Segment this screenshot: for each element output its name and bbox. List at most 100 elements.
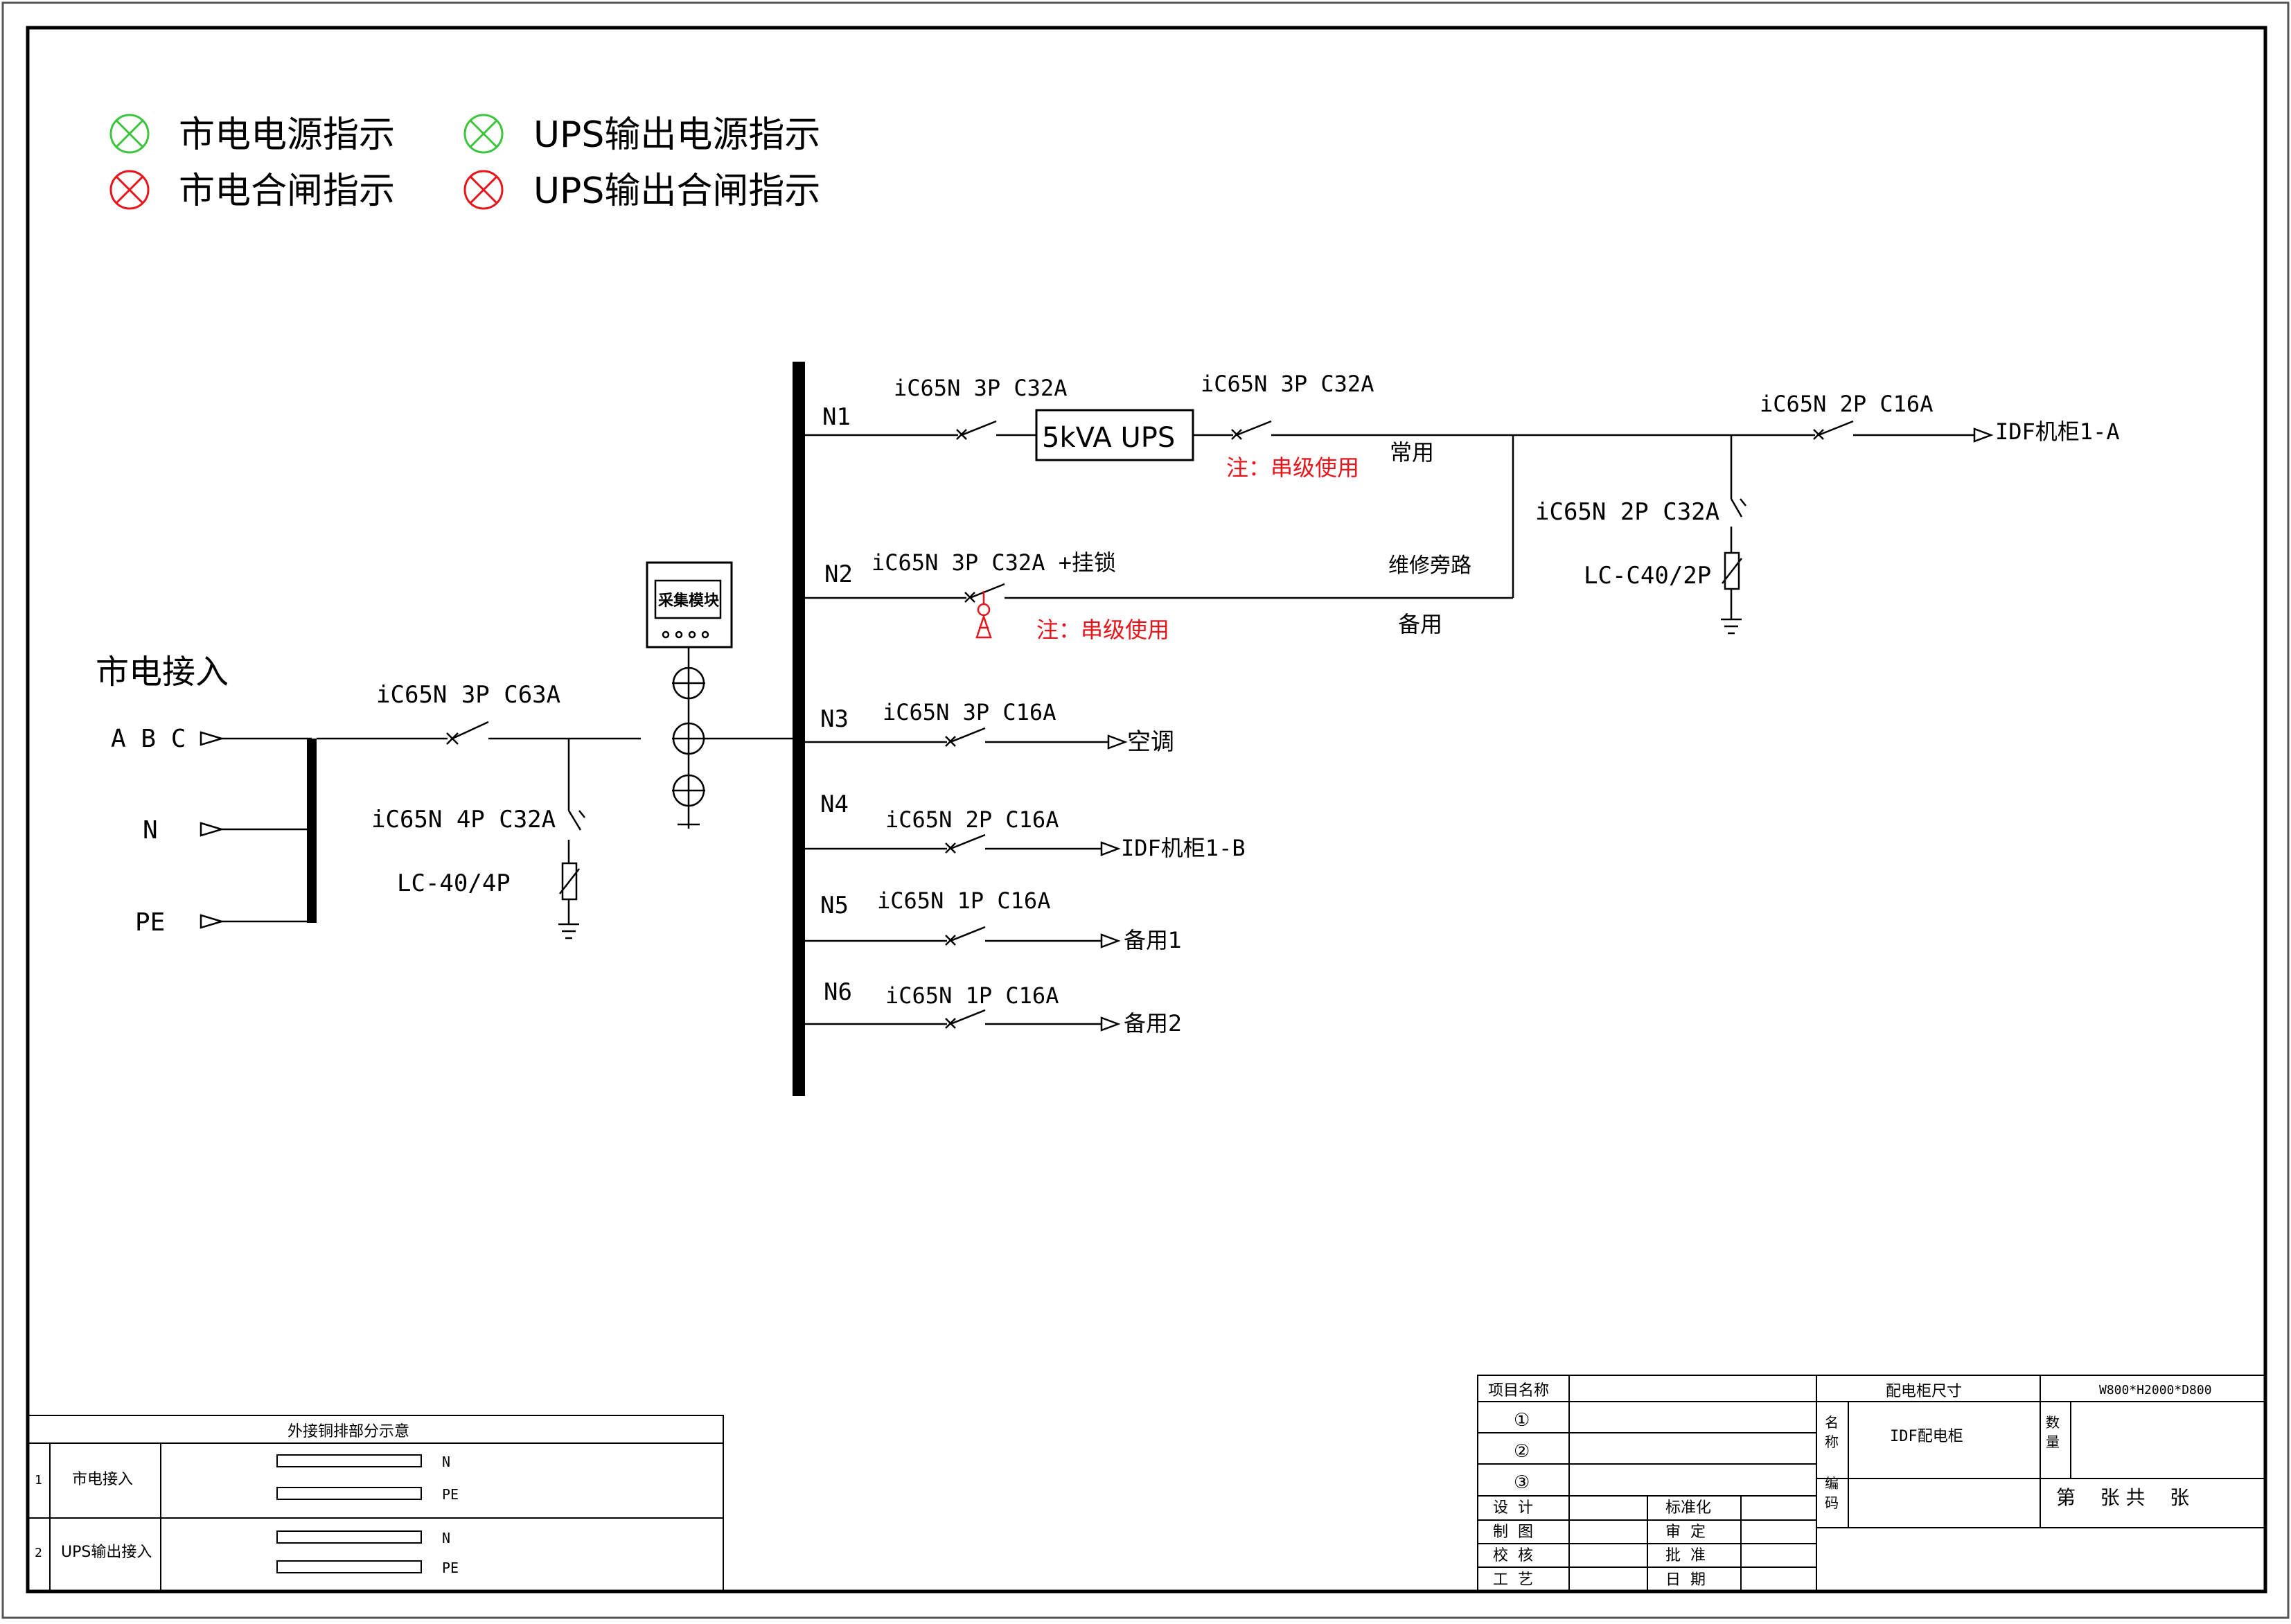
terminal-arrow-icon <box>1100 1016 1121 1032</box>
ground-icon <box>1721 589 1742 635</box>
main-breaker-label: iC65N 3P C63A <box>376 681 560 709</box>
revision-2: ② <box>1514 1441 1530 1462</box>
spd-model-label: LC-40/4P <box>397 870 511 897</box>
legend-mains-power: 市电电源指示 <box>179 114 395 156</box>
process-label: 工 艺 <box>1493 1571 1533 1589</box>
main-busbar <box>793 362 805 1096</box>
ups-label: 5kVA UPS <box>1042 422 1175 454</box>
main-breaker <box>446 721 641 745</box>
legend-ups-power: UPS输出电源指示 <box>533 114 820 156</box>
terminal-arrow-icon <box>1973 427 1994 443</box>
legend: 市电电源指示 UPS输出电源指示 市电合闸指示 UPS输出合闸指示 <box>109 114 820 212</box>
title-block: 项目名称 配电柜尺寸 W800*H2000*D800 ① ② ③ 名 称 IDF… <box>1477 1375 2266 1592</box>
n1-note: 注：串级使用 <box>1226 454 1359 481</box>
busbar-n <box>276 1454 422 1467</box>
cabinet-size-label: 配电柜尺寸 <box>1886 1383 1962 1400</box>
approve-label: 批 准 <box>1665 1547 1706 1564</box>
design-label: 设 计 <box>1493 1499 1533 1517</box>
n3-label: N3 <box>820 705 849 733</box>
terminal-arrow-icon <box>1100 841 1121 856</box>
sheet-number: 第 张 共 张 <box>2056 1486 2189 1509</box>
revision-1: ① <box>1514 1410 1530 1431</box>
ground-icon <box>558 899 579 939</box>
terminal-arrow-icon <box>200 731 225 746</box>
spd-breaker <box>567 810 585 863</box>
incoming-title: 市电接入 <box>96 653 229 691</box>
phase-abc-label: A B C <box>111 725 186 753</box>
n5-load-label: 备用1 <box>1124 927 1182 953</box>
current-transformer-icon <box>672 667 705 807</box>
qty-label-2: 量 <box>2046 1433 2060 1450</box>
code-label-1: 编 <box>1825 1475 1839 1492</box>
spd-breaker-label: iC65N 4P C32A <box>371 806 556 833</box>
busbar-n-label: N <box>442 1454 450 1470</box>
busbar-pe-label: PE <box>442 1560 459 1576</box>
review-label: 审 定 <box>1665 1524 1706 1541</box>
n6-label: N6 <box>824 978 852 1006</box>
surge-arrester-icon <box>559 862 580 901</box>
busbar-pe <box>276 1487 422 1500</box>
busbar-pe-label: PE <box>442 1486 459 1503</box>
ups-circuit: N1 iC65N 3P C32A 5kVA UPS iC65N 3P C32A … <box>805 371 2120 643</box>
n1-breaker2-label: iC65N 3P C32A <box>1201 371 1374 397</box>
n4-load-label: IDF机柜1-B <box>1121 835 1246 861</box>
busbar-table: 外接铜排部分示意 1 市电接入 N PE 2 UPS输出接入 N PE <box>27 1415 724 1592</box>
n2-note: 注：串级使用 <box>1036 617 1169 643</box>
collection-module: 采集模块 <box>646 561 733 648</box>
busbar-n <box>276 1530 422 1544</box>
standard-label: 标准化 <box>1665 1499 1711 1517</box>
busbar-table-title: 外接铜排部分示意 <box>288 1423 409 1440</box>
incoming-section: 市电接入 A B C N PE iC65N 3P C63A iC65N 4P C… <box>96 561 794 939</box>
date-label: 日 期 <box>1665 1571 1706 1589</box>
phase-pe-label: PE <box>135 908 165 937</box>
row-name: UPS输出接入 <box>61 1544 152 1561</box>
green-lamp-icon <box>463 114 504 154</box>
n6-load-label: 备用2 <box>1124 1010 1182 1036</box>
table-row: 1 市电接入 N PE <box>35 1454 459 1503</box>
drawing-label: 制 图 <box>1493 1524 1533 1541</box>
terminal-arrow-icon <box>200 914 225 929</box>
idf-a-load-label: IDF机柜1-A <box>1995 418 2120 445</box>
row-number: 1 <box>35 1473 42 1488</box>
name-value: IDF配电柜 <box>1890 1428 1963 1445</box>
cabinet-size-value: W800*H2000*D800 <box>2099 1383 2212 1397</box>
n2-bypass-label: 维修旁路 <box>1388 554 1471 578</box>
row-number: 2 <box>35 1546 42 1560</box>
n5-breaker-label: iC65N 1P C16A <box>877 888 1050 914</box>
terminal-arrow-icon <box>1107 734 1128 750</box>
qty-label-1: 数 <box>2046 1414 2060 1431</box>
n1-breaker1-label: iC65N 3P C32A <box>894 375 1067 401</box>
green-lamp-icon <box>109 114 150 154</box>
code-label-2: 码 <box>1825 1494 1839 1511</box>
idf-a-spd-label: LC-C40/2P <box>1584 562 1711 590</box>
check-label: 校 核 <box>1493 1547 1533 1564</box>
revision-3: ③ <box>1514 1472 1530 1493</box>
padlock-icon <box>975 591 992 639</box>
module-label: 采集模块 <box>658 592 720 610</box>
idf-a-breaker-label: iC65N 2P C16A <box>1760 391 1933 417</box>
n2-mode-label: 备用 <box>1398 611 1442 637</box>
n4-label: N4 <box>820 791 849 818</box>
legend-ups-close: UPS输出合闸指示 <box>533 170 820 212</box>
n1-mode-label: 常用 <box>1390 439 1434 466</box>
row-name: 市电接入 <box>72 1471 133 1488</box>
incoming-terminal-bar <box>307 739 317 923</box>
n2-label: N2 <box>824 561 853 588</box>
terminal-arrow-icon <box>1100 933 1121 948</box>
idf-a-spd-breaker-label: iC65N 2P C32A <box>1535 498 1719 526</box>
busbar-pe <box>276 1560 422 1573</box>
busbar-n-label: N <box>442 1530 450 1546</box>
outgoing-circuits: N3 iC65N 3P C16A 空调 N4 iC65N 2P C16A IDF… <box>805 699 1246 1036</box>
n3-load-label: 空调 <box>1127 728 1174 756</box>
name-label-1: 名 <box>1825 1414 1839 1431</box>
n2-breaker-label: iC65N 3P C32A +挂锁 <box>872 549 1116 576</box>
surge-arrester-icon <box>1722 551 1742 590</box>
terminal-arrow-icon <box>200 822 225 837</box>
n3-breaker-label: iC65N 3P C16A <box>883 699 1056 725</box>
table-row: 2 UPS输出接入 N PE <box>35 1530 459 1576</box>
red-lamp-icon <box>109 170 150 210</box>
n6-breaker-label: iC65N 1P C16A <box>885 982 1059 1009</box>
